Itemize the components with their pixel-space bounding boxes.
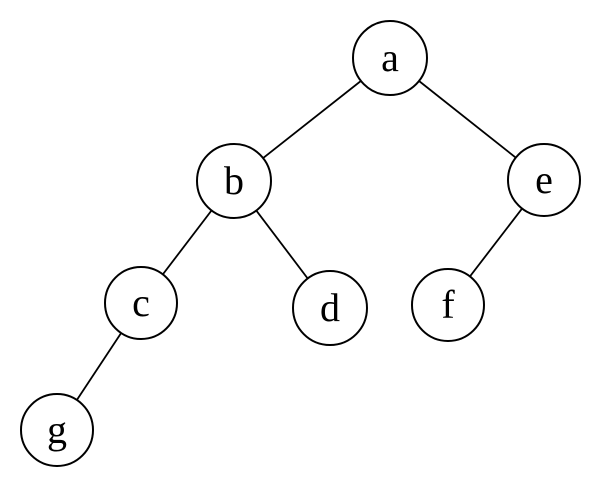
node-c: c <box>104 266 178 340</box>
node-label-e: e <box>535 157 553 202</box>
node-g: g <box>20 393 94 467</box>
node-circle-g <box>20 393 94 467</box>
node-label-d: d <box>320 285 340 330</box>
node-a: a <box>352 20 428 96</box>
node-label-c: c <box>132 280 150 325</box>
node-b: b <box>196 143 272 219</box>
node-label-a: a <box>381 35 399 80</box>
node-circle-a <box>352 20 428 96</box>
node-label-f: f <box>441 282 455 327</box>
node-circle-f <box>411 268 485 342</box>
node-circle-c <box>104 266 178 340</box>
node-label-b: b <box>224 158 244 203</box>
node-circle-b <box>196 143 272 219</box>
node-label-g: g <box>47 407 67 452</box>
node-e: e <box>507 143 581 217</box>
node-f: f <box>411 268 485 342</box>
node-d: d <box>292 270 368 346</box>
node-circle-e <box>507 143 581 217</box>
node-circle-d <box>292 270 368 346</box>
